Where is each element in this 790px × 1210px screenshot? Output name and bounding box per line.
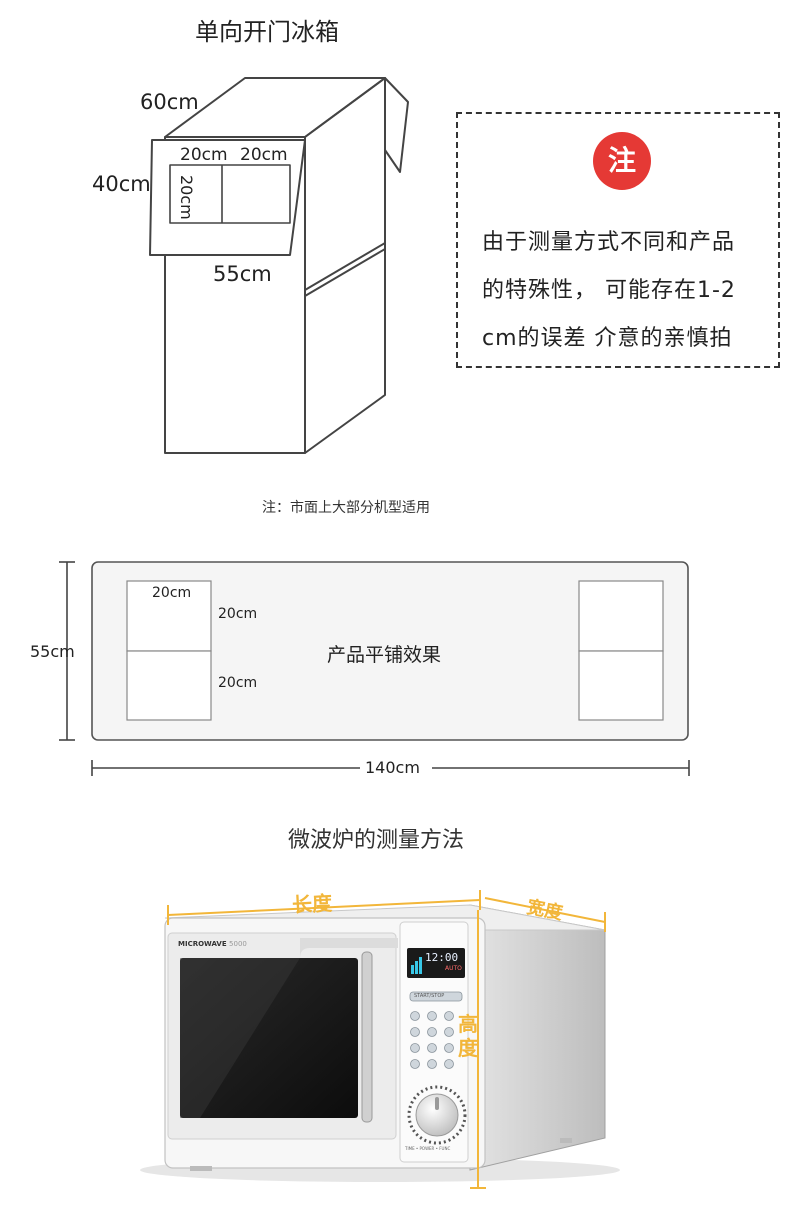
fridge-cover-flap — [149, 139, 306, 256]
microwave-brand: MICROWAVE 5000 — [178, 940, 247, 948]
flat-height-label: 55cm — [30, 642, 75, 661]
microwave-start-label: START/STOP — [414, 993, 445, 999]
microwave-handle — [361, 951, 373, 1123]
panel-width-label-1: 20cm — [180, 145, 228, 165]
fridge-drawing — [149, 77, 409, 454]
flat-cover-panel — [91, 561, 689, 741]
fridge-back-flap — [384, 77, 409, 173]
pocket-height-label-2: 20cm — [218, 675, 258, 691]
microwave-model-text: 5000 — [229, 940, 247, 948]
microwave-display-time: 12:00 — [425, 951, 459, 964]
note-box — [456, 112, 780, 368]
note-badge-text: 注 — [607, 144, 636, 177]
microwave-title: 微波炉的测量方法 — [288, 828, 465, 853]
microwave-display-mode: AUTO — [445, 965, 462, 972]
left-pocket-bottom — [126, 650, 212, 721]
panel-width-label-2: 20cm — [240, 145, 288, 165]
width-guide — [484, 897, 606, 923]
note-line-3: cm的误差 介意的亲慎拍 — [482, 326, 733, 351]
dim-depth-label: 60cm — [140, 90, 199, 114]
microwave-side — [469, 904, 606, 1171]
length-guide — [167, 899, 481, 916]
left-pocket-top — [126, 580, 212, 652]
pocket-width-label: 20cm — [152, 585, 192, 601]
microwave-window — [180, 958, 358, 1118]
right-pocket-bottom — [578, 650, 664, 721]
dim-side-label: 40cm — [92, 172, 151, 196]
microwave-brand-text: MICROWAVE — [178, 940, 227, 948]
height-label: 高度 — [458, 1012, 478, 1060]
fridge-side — [304, 77, 386, 454]
pocket-height-label-1: 20cm — [218, 606, 258, 622]
microwave-dial-label: TIME • POWER • FUNC — [405, 1146, 451, 1151]
microwave-dial — [415, 1093, 459, 1137]
flat-layout-drawing — [59, 561, 690, 776]
flat-caption: 产品平铺效果 — [327, 644, 442, 666]
right-pocket-top — [578, 580, 664, 652]
fridge-panel-pockets — [169, 164, 291, 224]
note-line-2: 的特殊性， 可能存在1-2 — [482, 278, 736, 303]
applicability-note: 注：市面上大部分机型适用 — [262, 500, 430, 516]
dim-front-label: 55cm — [213, 262, 272, 286]
flat-width-label: 140cm — [365, 758, 420, 777]
length-label: 长度 — [291, 890, 333, 918]
note-line-1: 由于测量方式不同和产品 — [482, 230, 736, 255]
note-badge: 注 — [593, 132, 651, 190]
fridge-title: 单向开门冰箱 — [195, 18, 339, 46]
